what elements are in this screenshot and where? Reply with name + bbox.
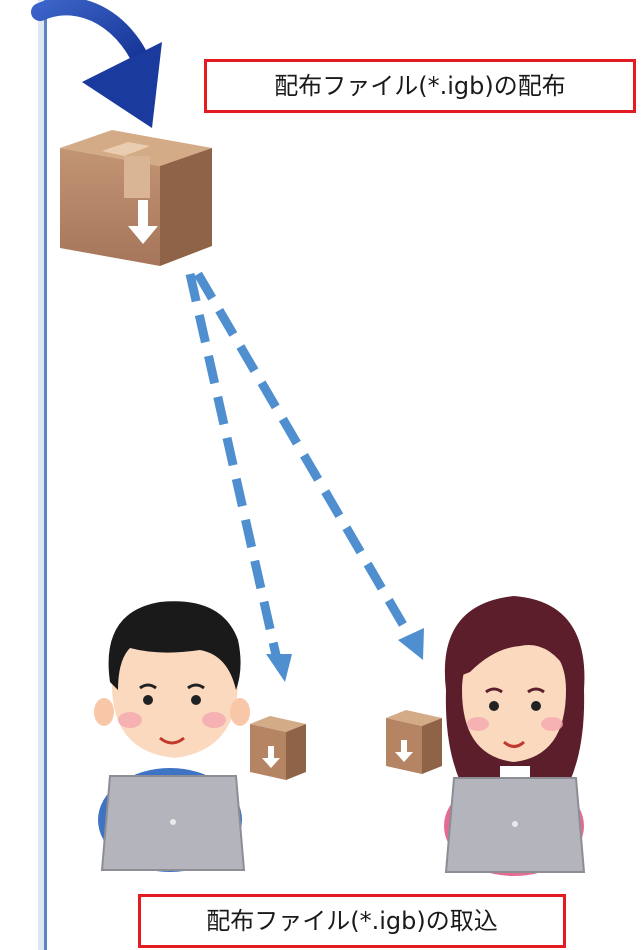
distribute-label: 配布ファイル(*.igb)の配布 [204, 59, 636, 113]
small-package-download-icon [386, 710, 442, 774]
man-laptop-icon [94, 601, 250, 872]
curved-arrow-icon [31, 0, 162, 128]
dashed-arrow-to-man [185, 273, 292, 682]
import-label: 配布ファイル(*.igb)の取込 [138, 894, 566, 948]
package-download-icon [60, 130, 212, 266]
import-label-text: 配布ファイル(*.igb)の取込 [206, 907, 498, 935]
left-rail [38, 0, 47, 950]
small-package-download-icon [250, 716, 306, 780]
woman-laptop-icon [444, 596, 586, 876]
dashed-arrow-to-woman [194, 271, 424, 660]
distribute-label-text: 配布ファイル(*.igb)の配布 [274, 72, 566, 100]
